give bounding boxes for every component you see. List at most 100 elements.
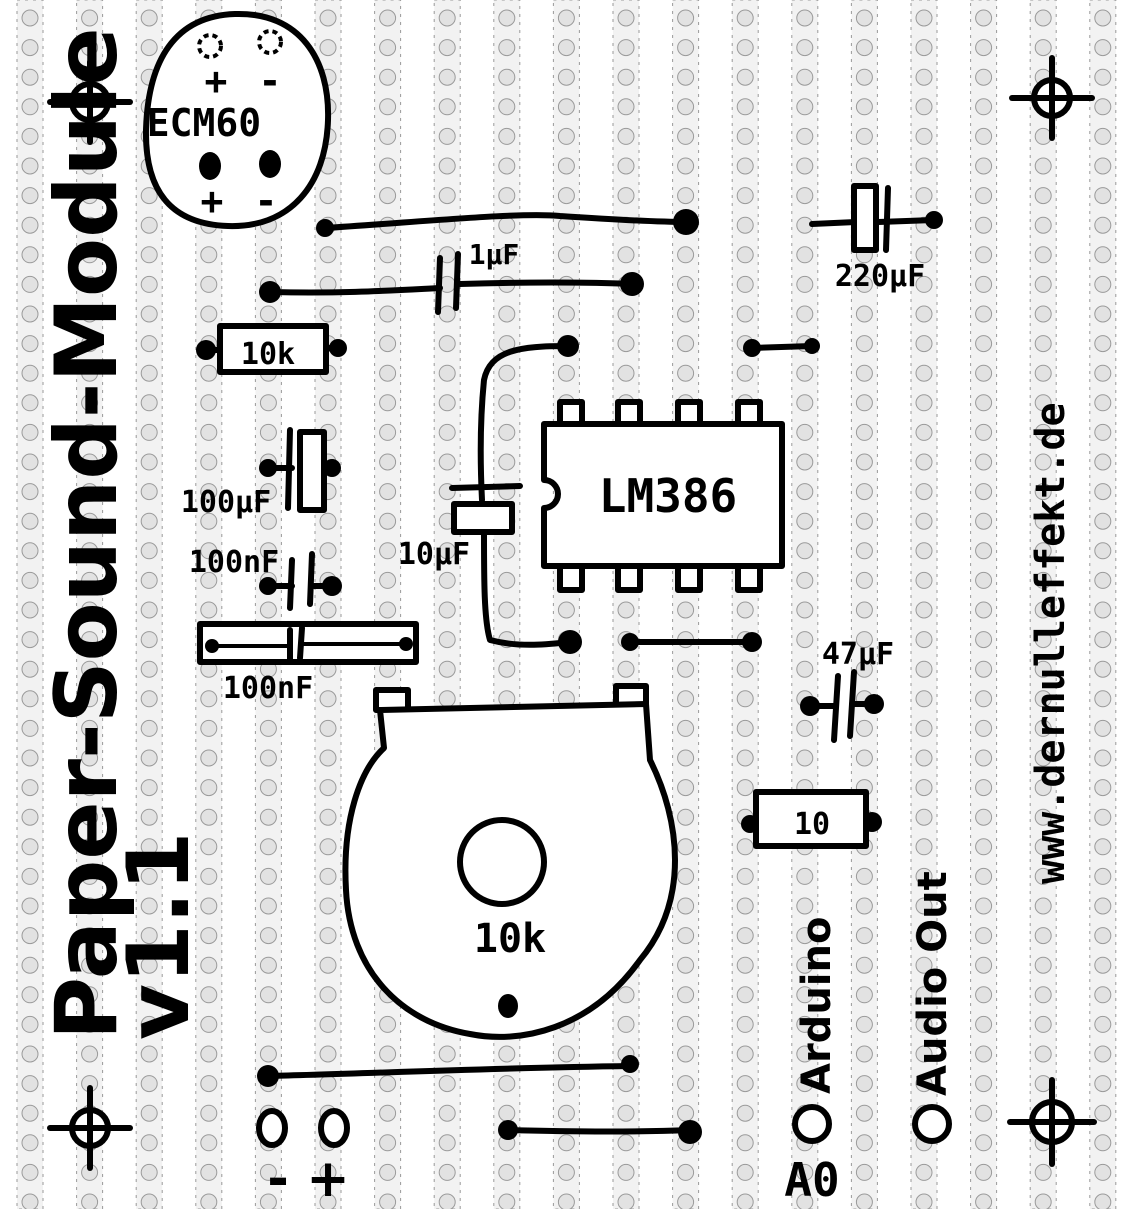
board-hole bbox=[438, 571, 456, 589]
board-hole bbox=[200, 453, 218, 471]
board-hole bbox=[319, 187, 337, 205]
board-hole bbox=[200, 1104, 218, 1122]
board-hole bbox=[259, 601, 277, 619]
board-hole bbox=[259, 305, 277, 323]
board-hole bbox=[975, 719, 993, 737]
board-hole bbox=[200, 779, 218, 797]
board-hole bbox=[21, 542, 39, 560]
board-hole bbox=[915, 335, 933, 353]
board-hole bbox=[855, 394, 873, 412]
board-hole bbox=[200, 838, 218, 856]
board-hole bbox=[319, 838, 337, 856]
board-hole bbox=[677, 39, 695, 57]
board-hole bbox=[1034, 453, 1052, 471]
board-hole bbox=[557, 601, 575, 619]
board-hole bbox=[915, 157, 933, 175]
board-hole bbox=[677, 749, 695, 767]
board-hole bbox=[1034, 394, 1052, 412]
board-hole bbox=[379, 98, 397, 116]
board-hole bbox=[81, 631, 99, 649]
board-hole bbox=[200, 246, 218, 264]
board-hole bbox=[1094, 719, 1112, 737]
board-hole bbox=[855, 749, 873, 767]
mounting-hole-bottom-left bbox=[47, 1085, 133, 1171]
arduino-connector[interactable]: Arduino A0 bbox=[784, 917, 840, 1207]
board-hole bbox=[1094, 542, 1112, 560]
board-hole bbox=[1034, 1015, 1052, 1033]
board-hole bbox=[1094, 779, 1112, 797]
label-res-10: 10 bbox=[794, 807, 830, 842]
board-hole bbox=[200, 512, 218, 530]
board-hole bbox=[736, 897, 754, 915]
board-hole bbox=[438, 157, 456, 175]
board-hole bbox=[379, 335, 397, 353]
board-hole bbox=[617, 1104, 635, 1122]
power-connector[interactable]: - + bbox=[256, 1108, 350, 1209]
board-hole bbox=[796, 157, 814, 175]
audio-out-label: Audio Out bbox=[910, 871, 956, 1096]
board-hole bbox=[855, 897, 873, 915]
board-hole bbox=[1094, 98, 1112, 116]
board-hole bbox=[915, 867, 933, 885]
board-hole bbox=[1034, 127, 1052, 145]
board-hole bbox=[1034, 690, 1052, 708]
board-hole bbox=[319, 956, 337, 974]
board-hole bbox=[1094, 601, 1112, 619]
board-hole bbox=[677, 1045, 695, 1063]
audio-out-connector[interactable]: Audio Out bbox=[910, 871, 956, 1144]
board-hole bbox=[975, 1134, 993, 1152]
board-hole bbox=[498, 157, 516, 175]
board-hole bbox=[140, 660, 158, 678]
board-hole bbox=[915, 39, 933, 57]
board-hole bbox=[796, 542, 814, 560]
board-hole bbox=[438, 1163, 456, 1181]
board-hole bbox=[796, 571, 814, 589]
board-hole bbox=[617, 1193, 635, 1209]
label-100nf-a: 100nF bbox=[189, 545, 279, 580]
board-hole bbox=[379, 1163, 397, 1181]
board-hole bbox=[21, 1075, 39, 1093]
board-hole bbox=[200, 927, 218, 945]
board-hole bbox=[677, 838, 695, 856]
board-hole bbox=[736, 927, 754, 945]
board-hole bbox=[1094, 956, 1112, 974]
board-hole bbox=[915, 68, 933, 86]
board-hole bbox=[319, 305, 337, 323]
board-hole bbox=[21, 571, 39, 589]
board-hole bbox=[617, 601, 635, 619]
potentiometer-10k: 10k bbox=[342, 683, 678, 1040]
board-hole bbox=[200, 394, 218, 412]
board-hole bbox=[1034, 631, 1052, 649]
board-hole bbox=[1094, 483, 1112, 501]
board-hole bbox=[140, 275, 158, 293]
board-hole bbox=[975, 216, 993, 234]
board-hole bbox=[498, 39, 516, 57]
board-hole bbox=[736, 1075, 754, 1093]
arduino-label: Arduino bbox=[794, 917, 840, 1094]
board-hole bbox=[975, 542, 993, 560]
mic-top-minus: - bbox=[259, 59, 282, 103]
board-hole bbox=[498, 601, 516, 619]
board-hole bbox=[379, 1045, 397, 1063]
board-hole bbox=[200, 601, 218, 619]
board-hole bbox=[21, 39, 39, 57]
board-hole bbox=[259, 394, 277, 412]
board-hole bbox=[140, 9, 158, 27]
board-hole bbox=[379, 305, 397, 323]
board-hole bbox=[736, 68, 754, 86]
board-hole bbox=[1094, 571, 1112, 589]
board-hole bbox=[21, 127, 39, 145]
board-hole bbox=[1094, 68, 1112, 86]
board-hole bbox=[200, 719, 218, 737]
board-hole bbox=[557, 1134, 575, 1152]
wire-ic-feedback bbox=[477, 335, 579, 503]
board-hole bbox=[259, 749, 277, 767]
board-hole bbox=[21, 1193, 39, 1209]
board-hole bbox=[21, 453, 39, 471]
board-hole bbox=[557, 246, 575, 264]
board-hole bbox=[81, 9, 99, 27]
mic-bottom-plus: + bbox=[201, 179, 224, 223]
board-hole bbox=[855, 956, 873, 974]
board-hole bbox=[498, 1104, 516, 1122]
board-hole bbox=[21, 779, 39, 797]
